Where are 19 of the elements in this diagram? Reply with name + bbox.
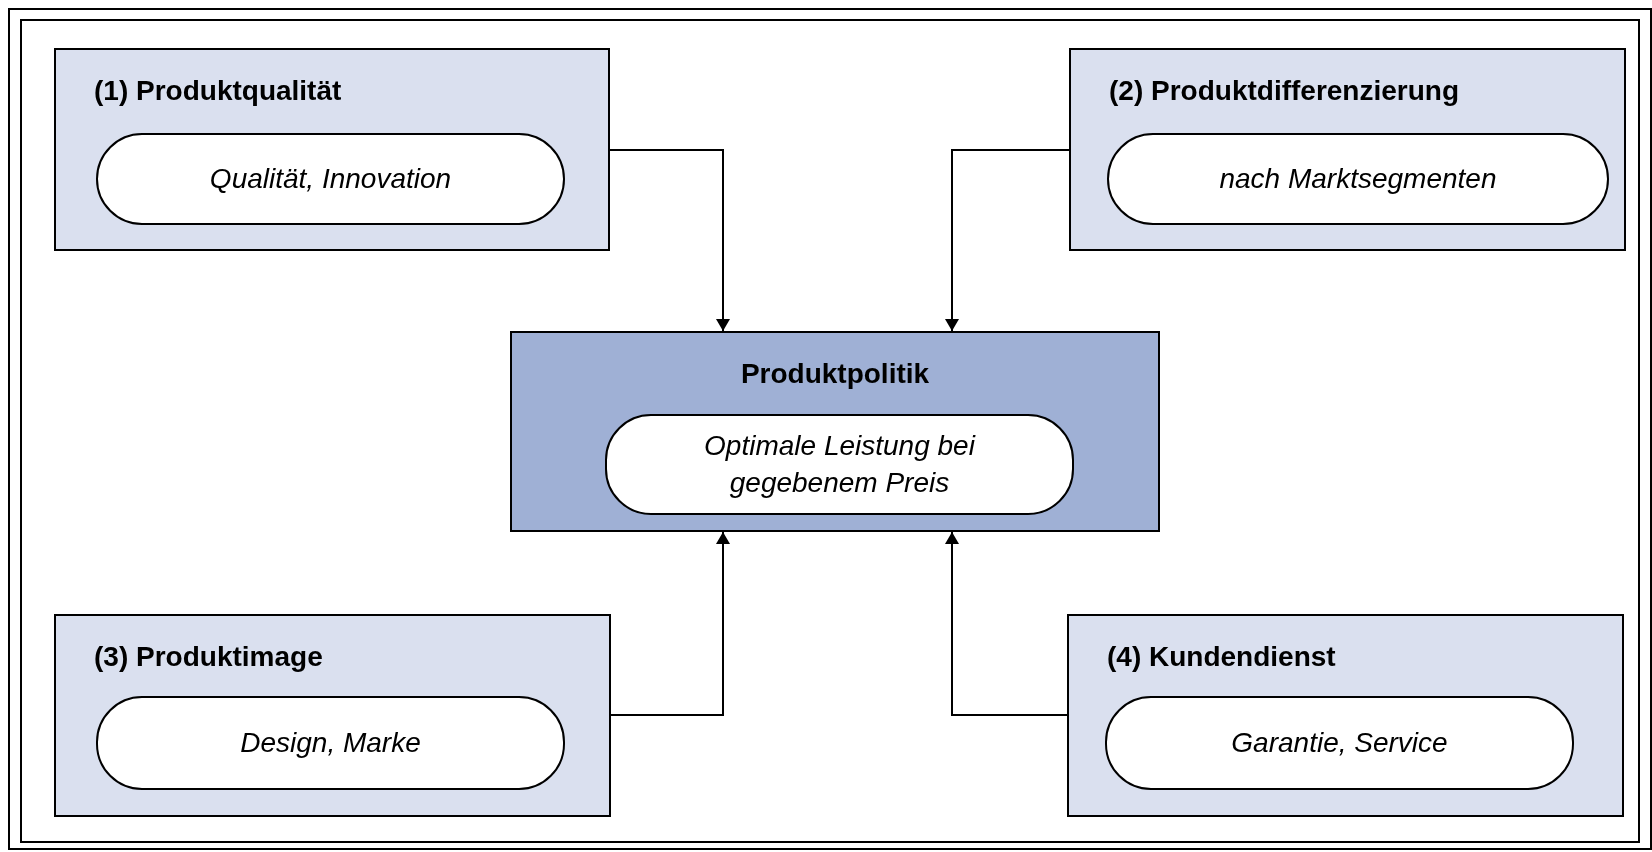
arrow	[609, 149, 730, 332]
box-heading: (4) Kundendienst	[1107, 640, 1336, 674]
central-box	[510, 331, 1160, 532]
box-heading: (2) Produktdifferenzierung	[1109, 74, 1459, 108]
arrow	[610, 531, 730, 716]
category-box	[54, 48, 610, 251]
pill-text: Qualität, Innovation	[209, 161, 452, 196]
arrow	[945, 149, 1070, 332]
category-box	[54, 614, 611, 817]
arrow	[945, 531, 1068, 716]
pill-text: Design, Marke	[240, 725, 421, 760]
category-box	[1069, 48, 1626, 251]
category-box	[1067, 614, 1624, 817]
box-heading: (3) Produktimage	[94, 640, 323, 674]
pill-text: Optimale Leistung bei gegebenem Preis	[703, 429, 977, 500]
box-heading: Produktpolitik	[739, 357, 931, 391]
pill-text: Garantie, Service	[1231, 725, 1448, 760]
box-heading: (1) Produktqualität	[94, 74, 342, 108]
pill-text: nach Marktsegmenten	[1219, 161, 1497, 196]
